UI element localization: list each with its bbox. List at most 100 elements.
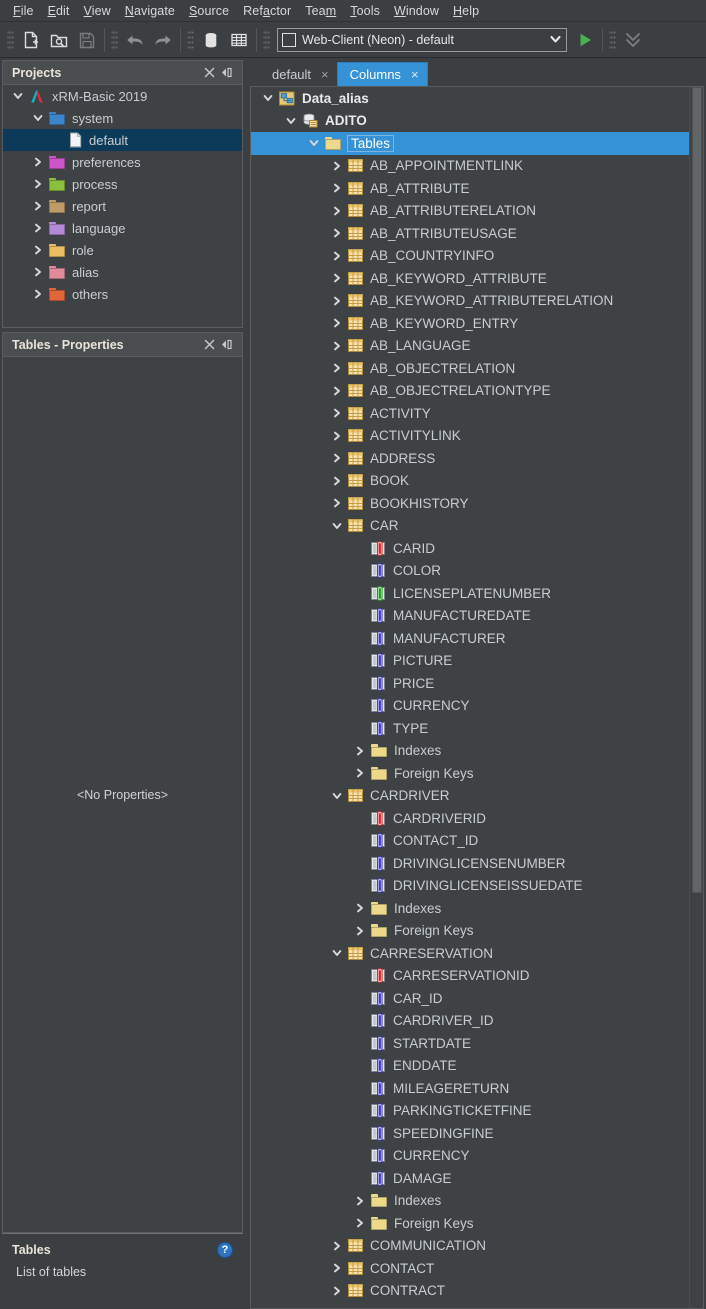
chevron-right-icon[interactable] (330, 1258, 344, 1278)
columns-tree-row[interactable]: COLOR (251, 560, 689, 583)
chevron-double-down-icon[interactable] (619, 26, 647, 54)
chevron-right-icon[interactable] (330, 1281, 344, 1301)
columns-tree-row[interactable]: AB_OBJECTRELATIONTYPE (251, 380, 689, 403)
columns-tree-row[interactable]: BOOK (251, 470, 689, 493)
chevron-right-icon[interactable] (353, 1213, 367, 1233)
columns-tree-row[interactable]: TYPE (251, 717, 689, 740)
columns-tree-row[interactable]: AB_ATTRIBUTEUSAGE (251, 222, 689, 245)
open-project-icon[interactable] (45, 26, 73, 54)
scrollbar-thumb[interactable] (692, 87, 702, 893)
chevron-right-icon[interactable] (330, 471, 344, 491)
columns-tree-row[interactable]: CONTRACT (251, 1280, 689, 1303)
menu-item-help[interactable]: Help (453, 3, 480, 18)
columns-tree-row[interactable]: CARDRIVERID (251, 807, 689, 830)
chevron-right-icon[interactable] (330, 223, 344, 243)
chevron-right-icon[interactable] (353, 921, 367, 941)
editor-tab-columns[interactable]: Columns× (336, 62, 428, 86)
chevron-down-icon[interactable] (307, 133, 321, 153)
columns-tree-row[interactable]: AB_KEYWORD_ENTRY (251, 312, 689, 335)
columns-tree-row[interactable]: ACTIVITY (251, 402, 689, 425)
columns-tree-row[interactable]: Foreign Keys (251, 920, 689, 943)
database-icon[interactable] (197, 26, 225, 54)
columns-tree-row[interactable]: AB_KEYWORD_ATTRIBUTERELATION (251, 290, 689, 313)
columns-tree-row[interactable]: ENDDATE (251, 1055, 689, 1078)
chevron-down-icon[interactable] (330, 943, 344, 963)
project-tree-row[interactable]: process (3, 173, 242, 195)
chevron-right-icon[interactable] (31, 152, 45, 172)
menu-item-tools[interactable]: Tools (350, 3, 380, 18)
chevron-right-icon[interactable] (330, 381, 344, 401)
close-icon[interactable] (200, 64, 218, 82)
chevron-right-icon[interactable] (353, 1191, 367, 1211)
run-icon[interactable] (571, 26, 599, 54)
columns-tree-row[interactable]: AB_ATTRIBUTE (251, 177, 689, 200)
chevron-down-icon[interactable] (330, 516, 344, 536)
columns-tree-row[interactable]: ACTIVITYLINK (251, 425, 689, 448)
table-grid-icon[interactable] (225, 26, 253, 54)
chevron-right-icon[interactable] (330, 448, 344, 468)
minimize-icon[interactable] (218, 336, 236, 354)
columns-tree-row[interactable]: BOOKHISTORY (251, 492, 689, 515)
columns-tree-row[interactable]: CURRENCY (251, 695, 689, 718)
project-tree-row[interactable]: default (3, 129, 242, 151)
chevron-right-icon[interactable] (31, 174, 45, 194)
columns-tree-row[interactable]: Foreign Keys (251, 1212, 689, 1235)
chevron-right-icon[interactable] (330, 1236, 344, 1256)
columns-tree-row[interactable]: CARDRIVER_ID (251, 1010, 689, 1033)
columns-tree-row[interactable]: CARRESERVATIONID (251, 965, 689, 988)
columns-tree-row[interactable]: PRICE (251, 672, 689, 695)
toolbar-grip[interactable] (263, 28, 270, 51)
project-tree-row[interactable]: role (3, 239, 242, 261)
project-tree-row[interactable]: language (3, 217, 242, 239)
columns-tree-row[interactable]: PICTURE (251, 650, 689, 673)
columns-tree-row[interactable]: CARDRIVER (251, 785, 689, 808)
chevron-right-icon[interactable] (31, 196, 45, 216)
tab-close-icon[interactable]: × (410, 67, 419, 82)
project-tree-row[interactable]: alias (3, 261, 242, 283)
columns-tree-row[interactable]: Indexes (251, 740, 689, 763)
menu-item-refactor[interactable]: Refactor (243, 3, 292, 18)
new-file-icon[interactable] (17, 26, 45, 54)
chevron-right-icon[interactable] (31, 284, 45, 304)
columns-tree-row[interactable]: Data_alias (251, 87, 689, 110)
chevron-right-icon[interactable] (330, 291, 344, 311)
columns-tree-row[interactable]: Foreign Keys (251, 762, 689, 785)
save-all-icon[interactable] (73, 26, 101, 54)
chevron-right-icon[interactable] (330, 426, 344, 446)
columns-tree-row[interactable]: MANUFACTUREDATE (251, 605, 689, 628)
columns-tree-row[interactable]: AB_ATTRIBUTERELATION (251, 200, 689, 223)
columns-tree-row[interactable]: CARID (251, 537, 689, 560)
chevron-right-icon[interactable] (330, 403, 344, 423)
columns-tree-row[interactable]: PARKINGTICKETFINE (251, 1100, 689, 1123)
columns-tree-row[interactable]: AB_LANGUAGE (251, 335, 689, 358)
redo-icon[interactable] (149, 26, 177, 54)
chevron-right-icon[interactable] (330, 358, 344, 378)
columns-tree-row[interactable]: LICENSEPLATENUMBER (251, 582, 689, 605)
columns-tree-row[interactable]: CONTACT_ID (251, 830, 689, 853)
columns-tree-row[interactable]: DRIVINGLICENSEISSUEDATE (251, 875, 689, 898)
columns-tree-row[interactable]: COMMUNICATION (251, 1235, 689, 1258)
columns-tree-row[interactable]: AB_APPOINTMENTLINK (251, 155, 689, 178)
project-tree-row[interactable]: report (3, 195, 242, 217)
columns-tree-row[interactable]: ADDRESS (251, 447, 689, 470)
chevron-down-icon[interactable] (31, 108, 45, 128)
columns-tree-row[interactable]: ADITO (251, 110, 689, 133)
columns-tree-row[interactable]: AB_KEYWORD_ATTRIBUTE (251, 267, 689, 290)
chevron-right-icon[interactable] (330, 493, 344, 513)
help-icon[interactable]: ? (217, 1242, 233, 1258)
menu-item-edit[interactable]: Edit (47, 3, 70, 18)
undo-icon[interactable] (121, 26, 149, 54)
toolbar-grip[interactable] (187, 28, 194, 51)
columns-tree-row[interactable]: CURRENCY (251, 1145, 689, 1168)
chevron-down-icon[interactable] (11, 86, 25, 106)
columns-tree-row[interactable]: CAR (251, 515, 689, 538)
columns-tree-row[interactable]: MILEAGERETURN (251, 1077, 689, 1100)
chevron-right-icon[interactable] (330, 246, 344, 266)
chevron-right-icon[interactable] (330, 313, 344, 333)
columns-tree-row[interactable]: Indexes (251, 897, 689, 920)
columns-tree-row[interactable]: CONTACT (251, 1257, 689, 1280)
chevron-down-icon[interactable] (261, 88, 275, 108)
toolbar-grip[interactable] (609, 28, 616, 51)
